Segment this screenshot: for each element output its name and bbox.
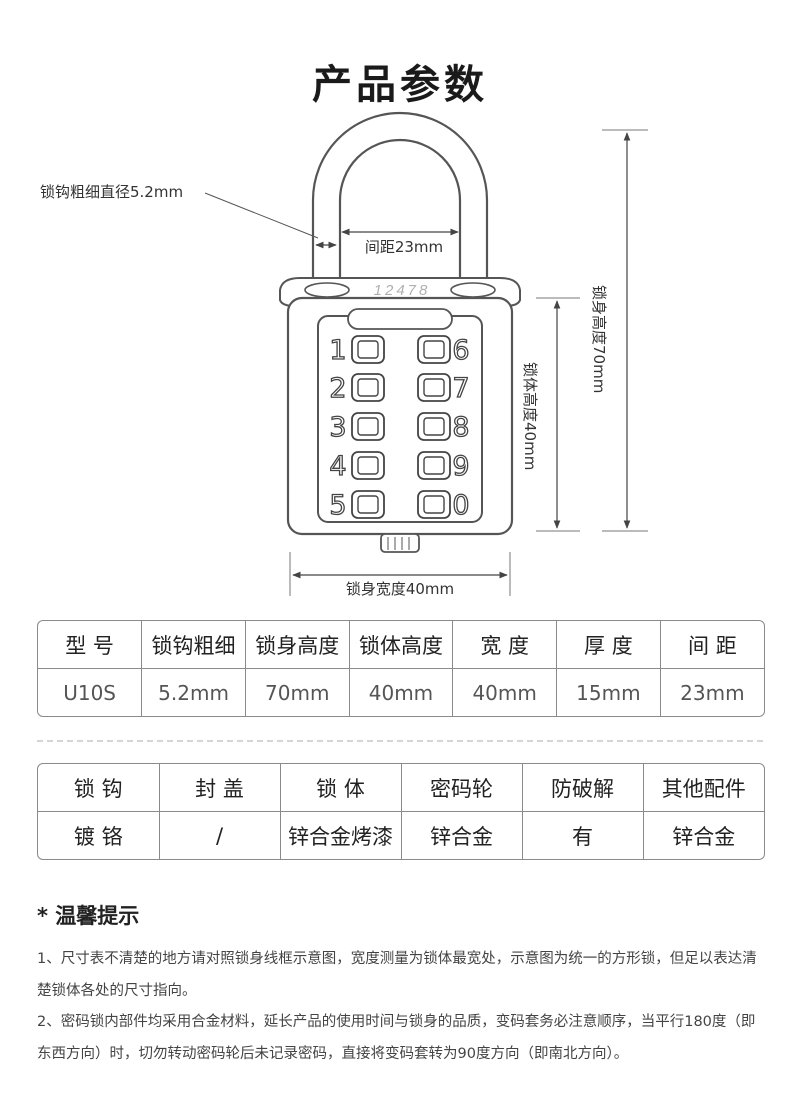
keypad-button-inner <box>423 378 445 397</box>
padlock-diagram: 12478 1 6 2 7 3 8 4 9 5 0 锁钩粗细直径5.2mm 间距23mm 锁身高度… <box>40 111 648 598</box>
engraved-code: 12478 <box>374 282 431 299</box>
label-body-height-total: 锁身高度70mm <box>590 285 608 393</box>
keypad-digit: 6 <box>452 335 469 366</box>
keypad-button <box>351 451 385 480</box>
table-header-cell: 型 号 <box>38 621 143 669</box>
table-cell: 锌合金 <box>672 824 736 849</box>
label-spacing: 间距23mm <box>365 238 443 256</box>
table-cell: 40mm <box>452 668 558 716</box>
table-cell: 镀 铬 <box>38 811 160 859</box>
table-header-cell: 密码轮 <box>401 764 523 812</box>
table-cell: 40mm <box>349 668 454 716</box>
table-cell: / <box>159 811 281 859</box>
keypad-button <box>417 373 451 402</box>
spec-table-value-row: U10S 5.2mm 70mm 40mm 40mm 15mm 23mm <box>38 668 764 716</box>
label-lock-body-height: 锁体高度40mm <box>521 362 539 470</box>
keypad-button <box>417 490 451 519</box>
label-body-width: 锁身宽度40mm <box>346 580 454 598</box>
spec-table-header-row: 型 号 锁钩粗细 锁身高度 锁体高度 宽 度 厚 度 间 距 <box>38 621 764 669</box>
table-header-cell: 宽 度 <box>452 621 558 669</box>
table-header-cell: 锁钩粗细 <box>141 621 246 669</box>
table-header-cell: 锁身高度 <box>245 621 350 669</box>
keypad-button <box>417 335 451 364</box>
keypad-digit: 8 <box>452 412 469 443</box>
table-header-cell: 其他配件 <box>643 764 764 812</box>
reset-knob <box>380 533 420 553</box>
keypad-digit: 7 <box>452 373 469 404</box>
dashed-divider <box>37 740 763 742</box>
keypad-button-inner <box>423 456 445 475</box>
keypad-button-inner <box>423 495 445 514</box>
spec-table: 型 号 锁钩粗细 锁身高度 锁体高度 宽 度 厚 度 间 距 U10S 5.2m… <box>37 620 765 717</box>
table-cell: 70mm <box>245 668 350 716</box>
keypad-button-inner <box>423 417 445 436</box>
keypad-digit: 1 <box>329 335 346 366</box>
keypad-button-inner <box>357 495 379 514</box>
keypad: 1 6 2 7 3 8 4 9 5 0 <box>329 334 470 521</box>
label-shackle-thickness: 锁钩粗细直径5.2mm <box>40 183 183 201</box>
keypad-button-inner <box>357 340 379 359</box>
keypad-button-inner <box>357 456 379 475</box>
keypad-digit: 2 <box>329 373 346 404</box>
keypad-button-inner <box>357 378 379 397</box>
table-cell: 23mm <box>680 680 745 705</box>
material-table-header-row: 锁 钩 封 盖 锁 体 密码轮 防破解 其他配件 <box>38 764 764 812</box>
table-cell: 有 <box>522 811 644 859</box>
table-cell: 15mm <box>556 668 661 716</box>
table-header-cell: 锁 钩 <box>38 764 160 812</box>
keypad-button <box>417 451 451 480</box>
keypad-button <box>351 373 385 402</box>
page-title: 产品参数 <box>312 62 488 108</box>
keypad-button <box>351 412 385 441</box>
keypad-digit: 0 <box>452 490 469 521</box>
table-cell: 锌合金 <box>401 811 523 859</box>
tip-item-1: 1、尺寸表不清楚的地方请对照锁身线框示意图，宽度测量为锁体最宽处，示意图为统一的… <box>37 951 757 999</box>
table-cell: 锌合金烤漆 <box>280 811 402 859</box>
tip-item-2: 2、密码锁内部件均采用合金材料，延长产品的使用时间与锁身的品质，变码套务必注意顺… <box>37 1014 756 1062</box>
table-header-cell: 锁 体 <box>280 764 402 812</box>
table-cell: U10S <box>38 668 143 716</box>
keypad-digit: 3 <box>329 412 346 443</box>
table-cell: 5.2mm <box>141 668 246 716</box>
table-header-cell: 锁体高度 <box>349 621 454 669</box>
keypad-button <box>417 412 451 441</box>
keypad-button-inner <box>357 417 379 436</box>
keypad-digit: 5 <box>329 490 346 521</box>
table-header-cell: 间 距 <box>660 621 764 669</box>
table-header-cell: 封 盖 <box>159 764 281 812</box>
keypad-digit: 4 <box>329 451 346 482</box>
table-header-cell: 厚 度 <box>556 621 661 669</box>
material-table-value-row: 镀 铬 / 锌合金烤漆 锌合金 有 锌合金 <box>38 811 764 859</box>
keypad-button-inner <box>423 340 445 359</box>
shackle <box>311 111 489 298</box>
keypad-button <box>351 490 385 519</box>
table-header-cell: 防破解 <box>522 764 644 812</box>
keypad-button <box>351 335 385 364</box>
keypad-digit: 9 <box>452 451 469 482</box>
material-table: 锁 钩 封 盖 锁 体 密码轮 防破解 其他配件 镀 铬 / 锌合金烤漆 锌合金… <box>37 763 765 860</box>
tips-title: * 温馨提示 <box>37 904 140 928</box>
